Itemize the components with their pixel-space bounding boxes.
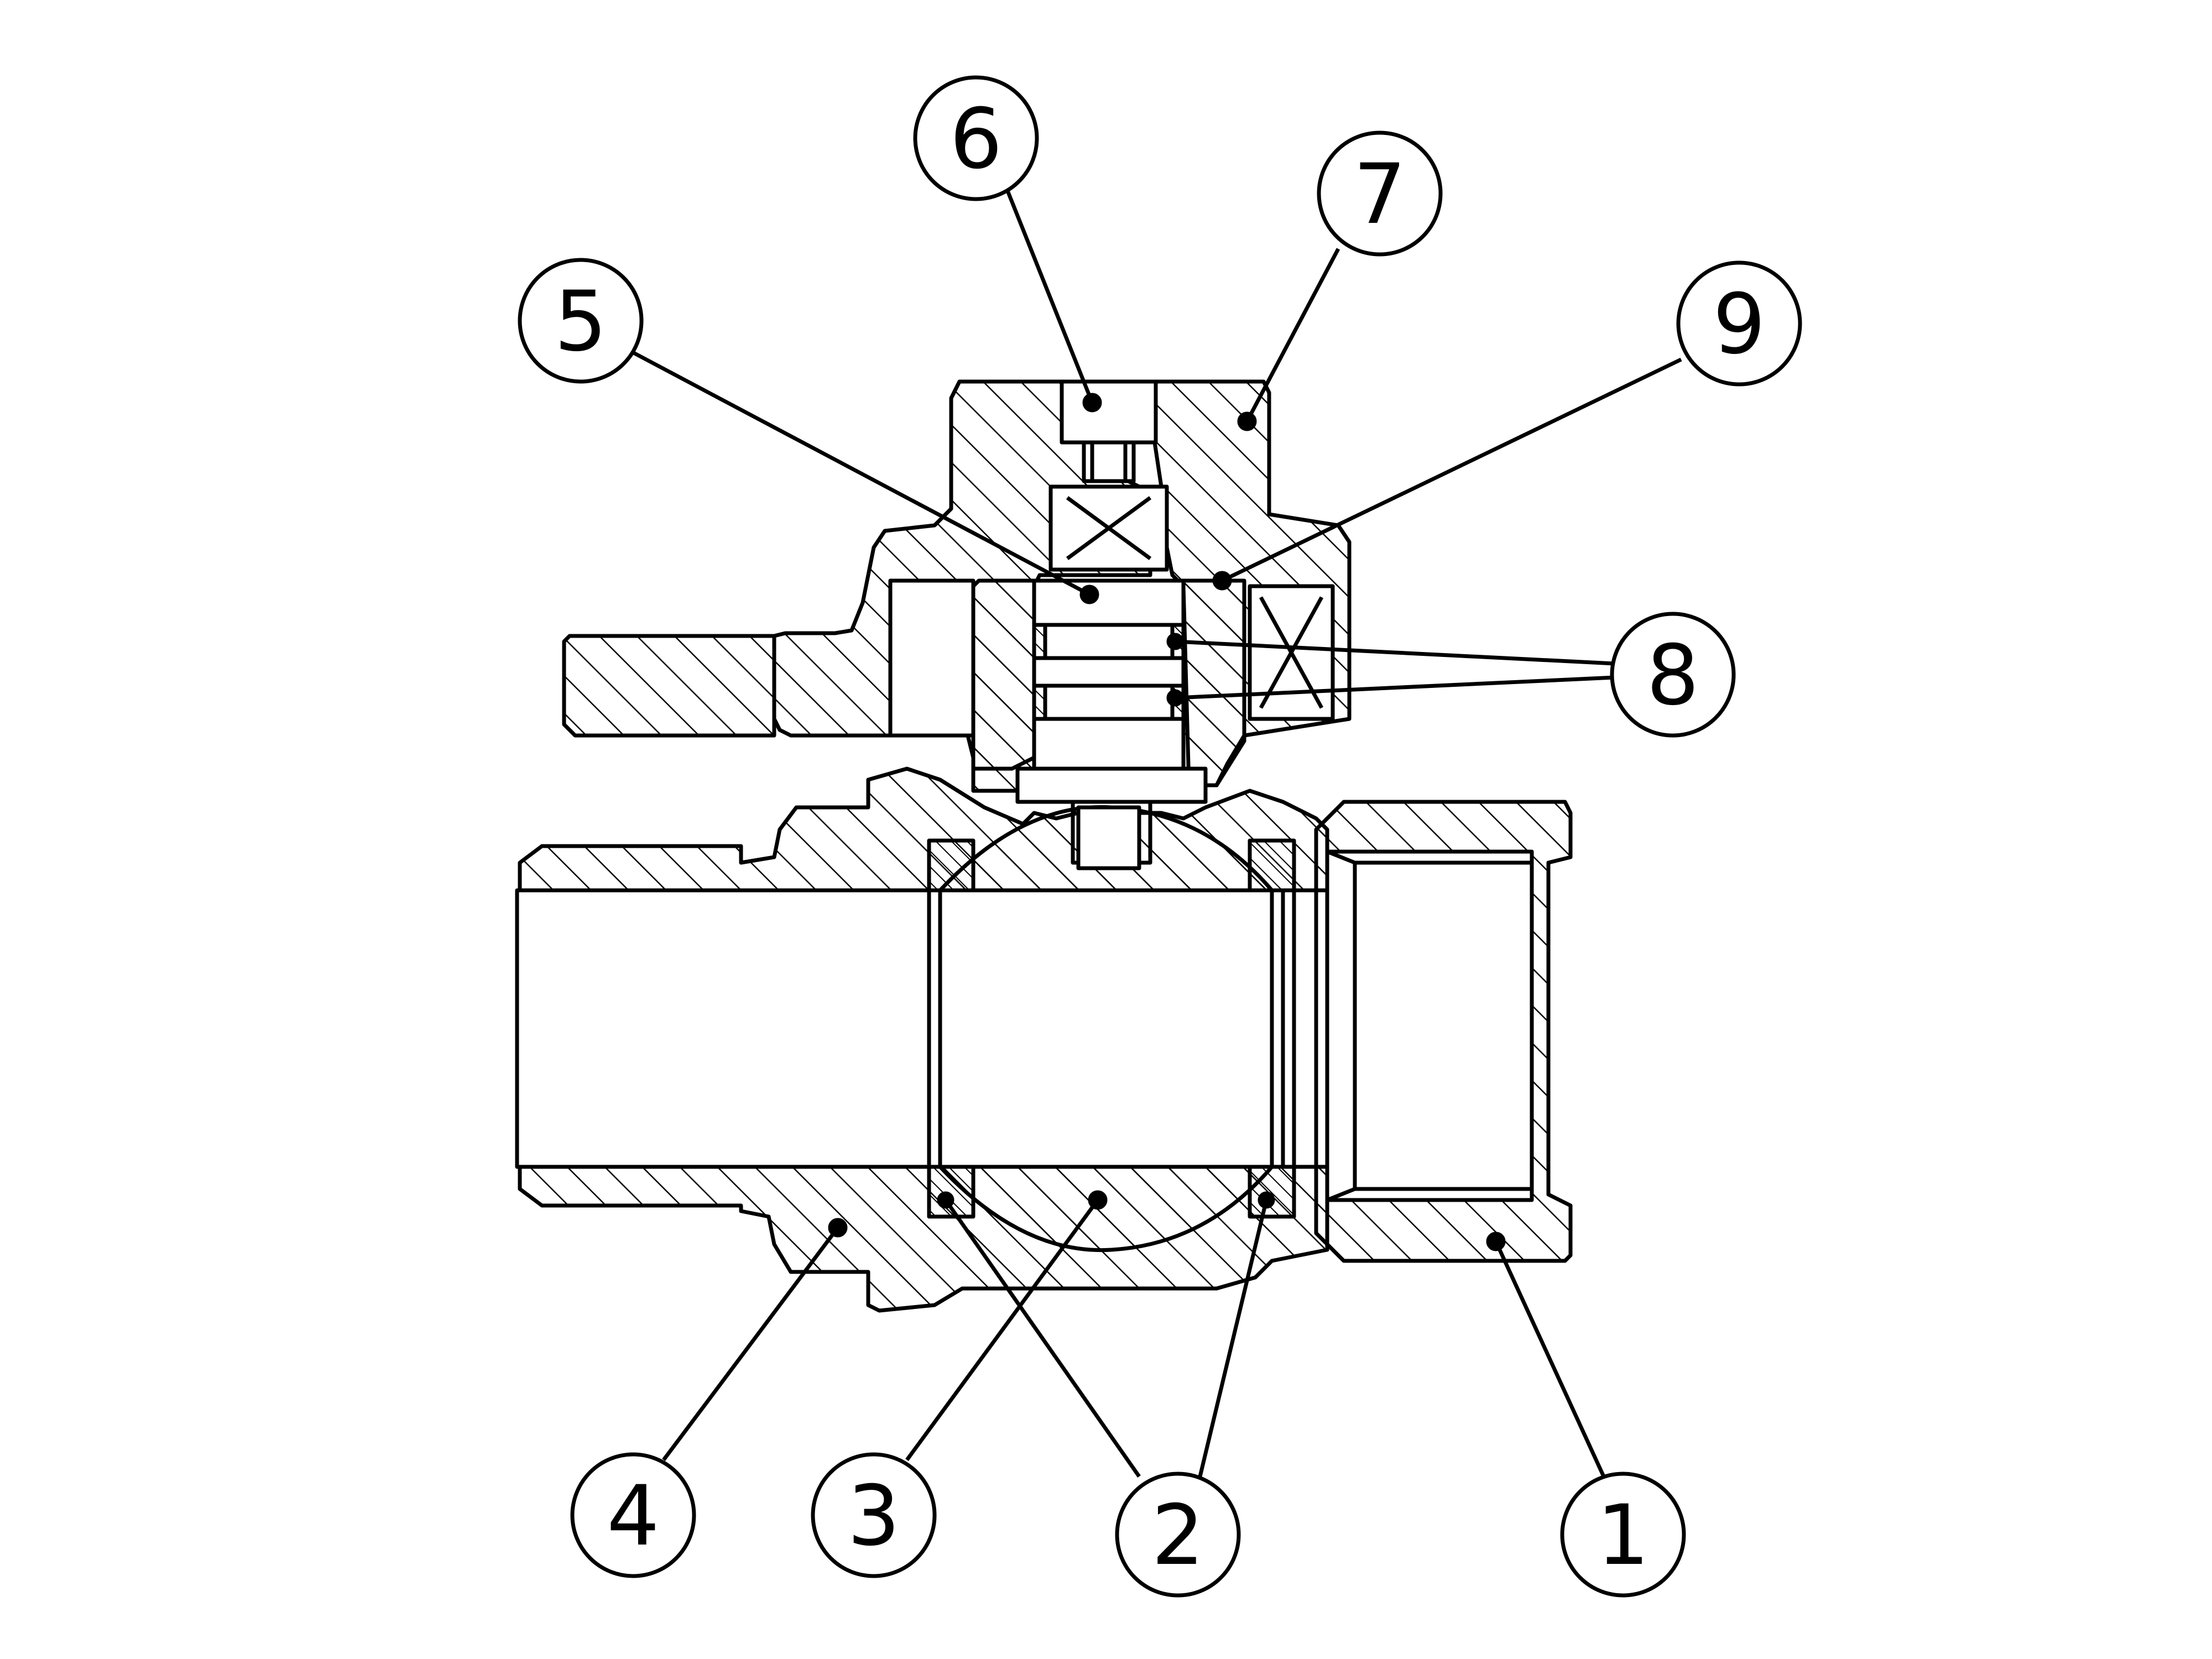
- callout-9: 9: [1676, 260, 1802, 387]
- leader-8b: [1175, 675, 1615, 700]
- handle-lever: [562, 634, 776, 738]
- leader-8a: [1175, 639, 1615, 666]
- leader-2a: [944, 1198, 1141, 1478]
- callout-5: 5: [518, 258, 644, 384]
- bonnet: [971, 578, 1036, 793]
- seat-upper-right: [1248, 838, 1296, 893]
- union-nut: [1353, 860, 1534, 1191]
- callout-5-label: 5: [554, 274, 607, 370]
- callout-balloons: 6 7 5 9 8 4 3 2: [518, 75, 1802, 1598]
- leader-4: [662, 1226, 839, 1462]
- leader-9: [1221, 357, 1682, 583]
- callout-6: 6: [913, 75, 1039, 201]
- callout-8-label: 8: [1646, 628, 1699, 724]
- oring-upper: [1032, 623, 1186, 660]
- oring-lower: [1032, 684, 1186, 721]
- bonnet-right: [1181, 578, 1246, 787]
- stem-collar: [1015, 766, 1208, 804]
- leader-2b: [1198, 1199, 1269, 1477]
- leader-1: [1494, 1240, 1606, 1478]
- callout-1-label: 1: [1597, 1488, 1649, 1584]
- valve-body-geometry: [515, 187, 1682, 1478]
- leader-3: [905, 1198, 1099, 1462]
- lever-pocket: [888, 578, 975, 738]
- callout-3-label: 3: [847, 1468, 900, 1564]
- callout-1: 1: [1560, 1472, 1686, 1598]
- callout-4-label: 4: [607, 1468, 659, 1564]
- leader-7: [1245, 248, 1340, 422]
- ball-lower: [938, 1165, 1274, 1253]
- callout-7-label: 7: [1353, 147, 1406, 243]
- flow-bore: [515, 888, 1329, 1169]
- seat-upper-left: [927, 838, 975, 893]
- stem-body: [1032, 578, 1186, 771]
- callout-6-label: 6: [950, 91, 1002, 187]
- leader-5: [629, 349, 1091, 597]
- callout-3: 3: [811, 1452, 937, 1578]
- leader-6: [1004, 187, 1094, 404]
- callout-9-label: 9: [1713, 276, 1765, 373]
- callout-8: 8: [1610, 612, 1736, 738]
- seat-lower-right: [1248, 1165, 1296, 1219]
- callout-2-label: 2: [1151, 1488, 1204, 1584]
- callout-7: 7: [1317, 131, 1443, 257]
- callout-4: 4: [570, 1452, 696, 1578]
- callout-2: 2: [1115, 1472, 1241, 1598]
- stem-cap: [1060, 379, 1158, 445]
